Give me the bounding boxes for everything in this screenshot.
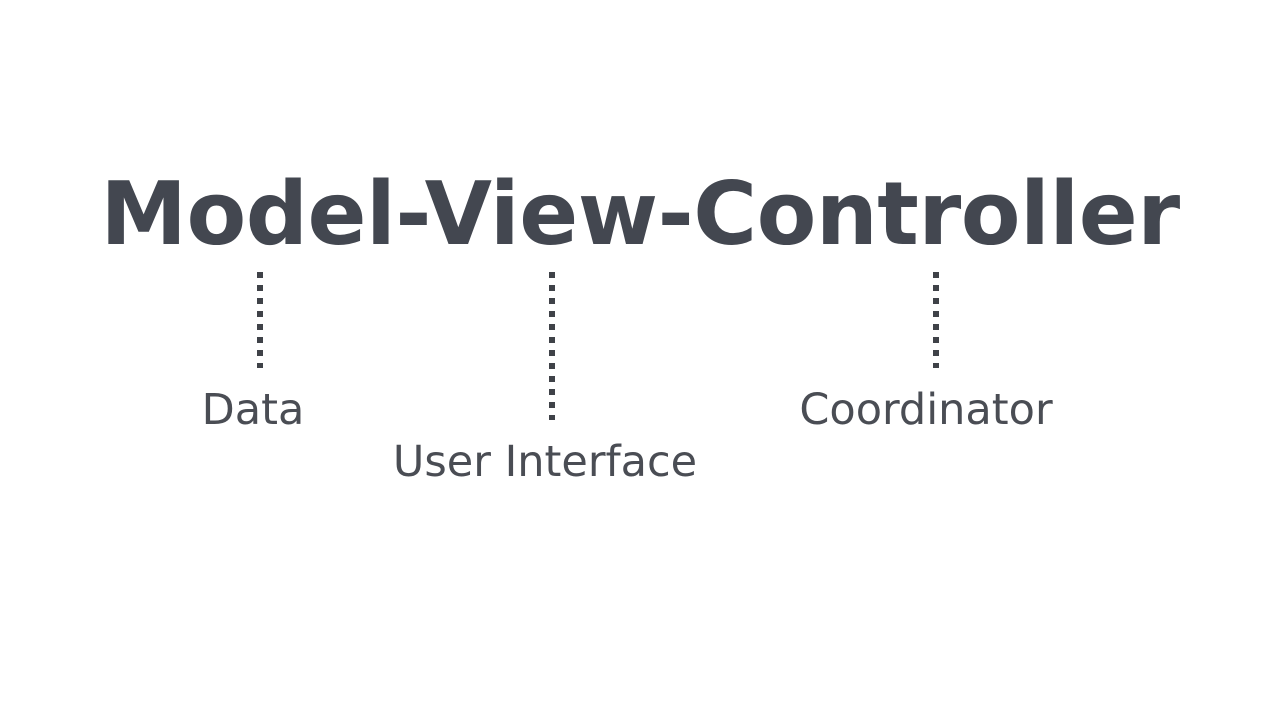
label-controller-meaning: Coordinator: [799, 385, 1053, 435]
dotted-connector-model: [257, 272, 263, 368]
label-model-meaning: Data: [201, 385, 305, 435]
label-view-meaning: User Interface: [392, 437, 698, 487]
page-title: Model-View-Controller: [100, 163, 1180, 265]
dotted-connector-view: [549, 272, 555, 420]
dotted-connector-controller: [933, 272, 939, 368]
